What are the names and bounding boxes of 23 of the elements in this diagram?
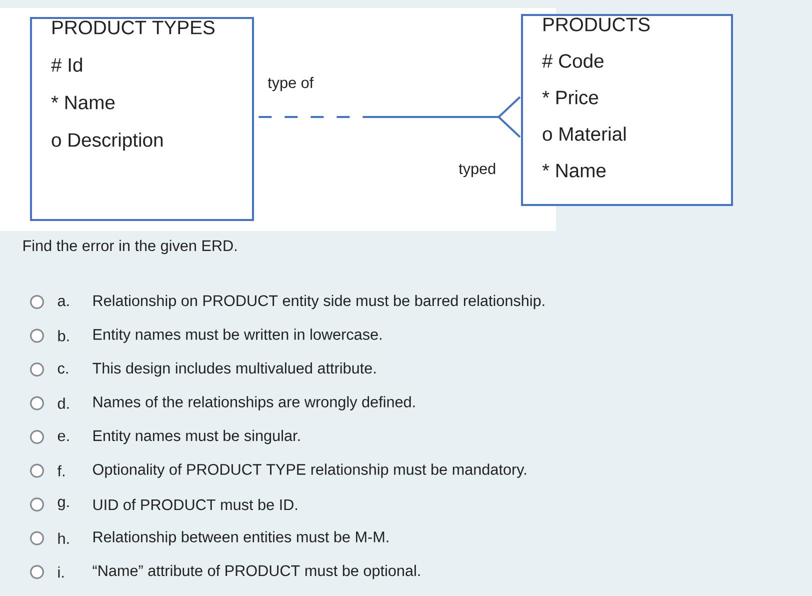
option-text: UID of PRODUCT must be ID. xyxy=(93,498,298,510)
option-letter: g. xyxy=(58,498,69,510)
question-text: Find the error in the given ERD. xyxy=(24,240,236,254)
option-text: Optionality of PRODUCT TYPE relationship must be mandatory. xyxy=(93,464,526,478)
entity-box: PRODUCT TYPES # Id * Name o Description xyxy=(30,17,254,221)
relationship-label: typed xyxy=(457,162,498,178)
option-text: Names of the relationships are wrongly defined. xyxy=(94,396,415,410)
edge-label: type of xyxy=(266,76,315,92)
entity-box: PRODUCTS # Code * Price o Material * Name xyxy=(521,14,734,206)
option-letter: b. xyxy=(58,330,69,342)
option-text: This design includes multivalued attribute. xyxy=(92,362,376,377)
option-letter: h. xyxy=(58,532,69,544)
option-letter: a. xyxy=(58,298,69,306)
option-letter: e. xyxy=(58,432,69,442)
option-letter: f. xyxy=(57,465,64,476)
option-text: Relationship on PRODUCT entity side must be barred relationship. xyxy=(94,294,544,310)
option-text: Entity names must be singular. xyxy=(94,430,300,444)
option-letter: i. xyxy=(58,566,64,578)
option-text: Relationship between entities must be M-M. xyxy=(94,531,388,546)
option-text: “Name” attribute of PRODUCT must be optional. xyxy=(92,564,420,580)
option-text: Entity names must be written in lowercase. xyxy=(94,328,382,343)
option-letter: c. xyxy=(58,365,68,374)
option-letter: d. xyxy=(58,398,69,409)
